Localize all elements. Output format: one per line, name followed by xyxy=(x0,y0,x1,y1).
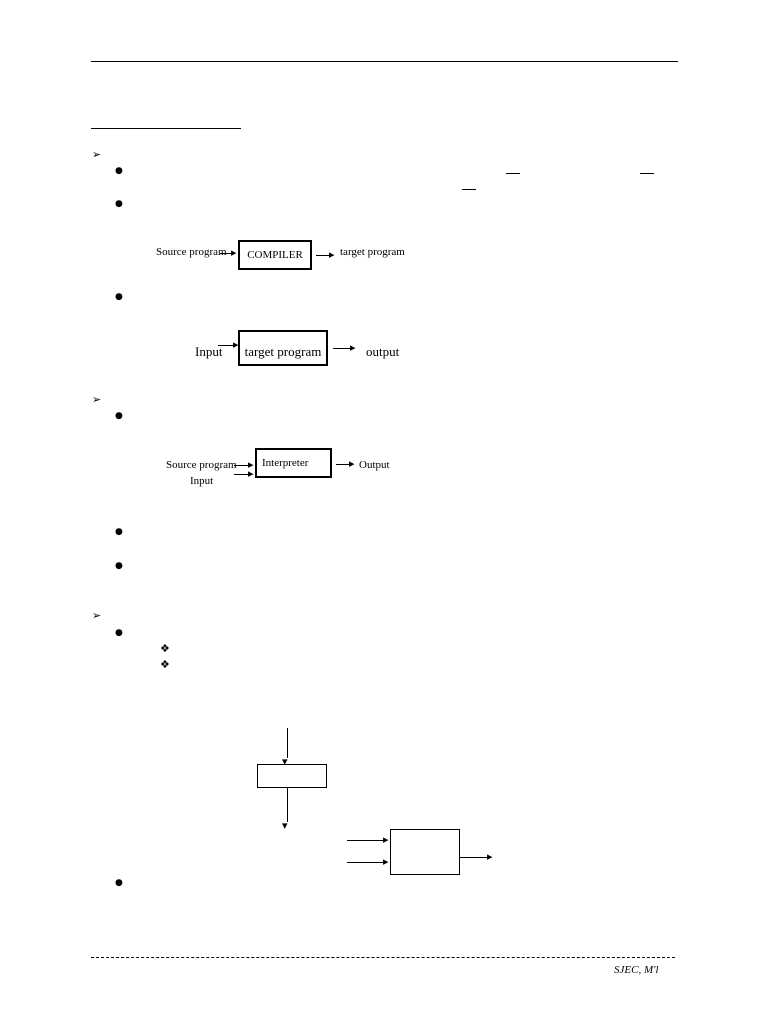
compiler-output-arrow xyxy=(316,255,332,256)
target-input-arrow xyxy=(218,345,236,346)
diamond-bullet-icon: ❖ xyxy=(160,658,170,671)
arrowhead-right-icon: ▸ xyxy=(383,833,389,846)
arrowhead-right-icon: ▸ xyxy=(350,341,356,354)
interpreter-input-label: Input xyxy=(190,475,214,487)
flow-top-arrow xyxy=(287,728,288,758)
text-underscore xyxy=(506,173,520,174)
footer-rule xyxy=(91,957,675,958)
bullet-icon: ● xyxy=(115,628,123,638)
target-program-box-label: target program xyxy=(244,344,322,359)
text-underscore xyxy=(462,189,476,190)
bullet-icon: ● xyxy=(115,527,123,537)
arrowhead-right-icon: ▸ xyxy=(231,246,237,259)
interpreter-box-label: Interpreter xyxy=(262,457,309,469)
arrowhead-right-icon: ▸ xyxy=(349,457,355,470)
flow-middle-arrow xyxy=(287,788,288,822)
compiler-box: COMPILER xyxy=(238,240,312,270)
target-program-box: target program xyxy=(238,330,328,366)
compiler-box-label: COMPILER xyxy=(247,249,303,261)
diamond-bullet-icon: ❖ xyxy=(160,642,170,655)
interpreter-source-arrow xyxy=(234,465,252,466)
compiler-source-label: Source program xyxy=(156,246,227,258)
section-arrow-icon: ➢ xyxy=(92,393,102,406)
text-underscore xyxy=(640,173,654,174)
flow-input-arrow-1 xyxy=(347,840,387,841)
flow-box-2 xyxy=(390,829,460,875)
target-output-label: output xyxy=(366,344,400,359)
flow-box-1 xyxy=(257,764,327,788)
footer-text: SJEC, M'l xyxy=(614,964,659,976)
interpreter-box: Interpreter xyxy=(255,448,332,478)
arrowhead-down-icon: ▾ xyxy=(282,819,288,832)
interpreter-source-label: Source program xyxy=(166,459,237,471)
bullet-icon: ● xyxy=(115,878,123,888)
compiler-target-label: target program xyxy=(340,246,405,258)
arrowhead-right-icon: ▸ xyxy=(248,467,254,480)
flow-input-arrow-2 xyxy=(347,862,387,863)
section-heading-underline xyxy=(91,128,241,129)
interpreter-output-label: Output xyxy=(359,459,390,471)
flow-output-arrow xyxy=(460,857,490,858)
header-rule xyxy=(91,61,678,62)
interpreter-input-arrow xyxy=(234,474,252,475)
bullet-icon: ● xyxy=(115,199,123,209)
arrowhead-right-icon: ▸ xyxy=(248,458,254,471)
bullet-icon: ● xyxy=(115,411,123,421)
target-input-label: Input xyxy=(195,344,223,359)
section-arrow-icon: ➢ xyxy=(92,609,102,622)
bullet-icon: ● xyxy=(115,292,123,302)
arrowhead-right-icon: ▸ xyxy=(383,855,389,868)
arrowhead-right-icon: ▸ xyxy=(487,850,493,863)
bullet-icon: ● xyxy=(115,561,123,571)
arrowhead-right-icon: ▸ xyxy=(329,248,335,261)
compiler-input-arrow xyxy=(220,253,234,254)
arrowhead-right-icon: ▸ xyxy=(233,338,239,351)
bullet-icon: ● xyxy=(115,166,123,176)
section-arrow-icon: ➢ xyxy=(92,148,102,161)
arrowhead-down-icon: ▾ xyxy=(282,755,288,768)
target-output-arrow xyxy=(333,348,353,349)
interpreter-output-arrow xyxy=(336,464,352,465)
